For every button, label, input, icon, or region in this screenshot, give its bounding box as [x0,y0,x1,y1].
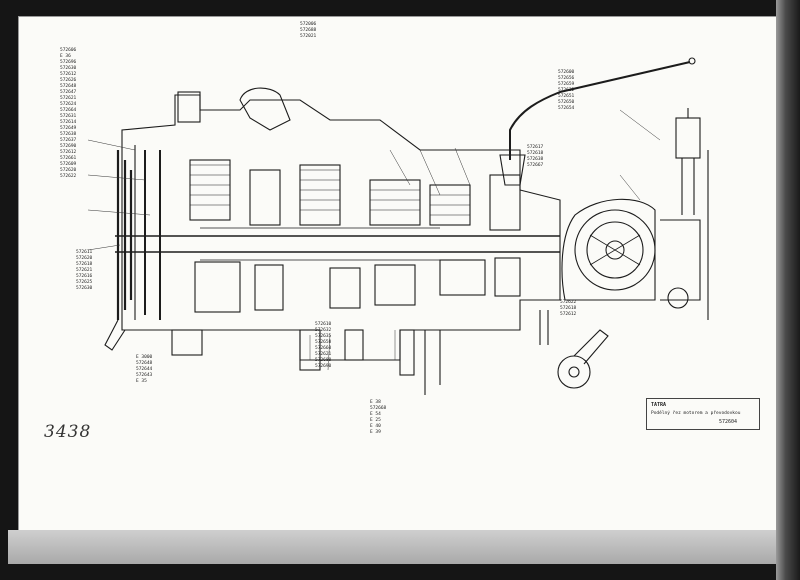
callout-label: 572661 [60,156,77,161]
callout-label: E 40 [370,424,381,429]
callout-label: 572621 [315,352,332,357]
callout-label: 572625 [76,280,93,285]
callout-label: 572614 [60,120,77,125]
callout-label: 572626 [60,78,77,83]
callout-label: 572648 [136,361,153,366]
callout-label: 572635 [315,334,332,339]
callout-label: 572632 [315,328,332,333]
callout-label: 572696 [60,60,77,65]
callout-label: 572612 [60,150,77,155]
callout-label: 572622 [60,174,77,179]
callout-label: 572664 [60,108,77,113]
callout-label: 572621 [60,96,77,101]
callout-label: E 39 [370,430,381,435]
callout-label: 572668 [370,406,387,411]
engine-outline [104,57,709,395]
callout-label: 572667 [527,163,544,168]
page-fold-right [776,0,800,580]
callout-label: E 38 [370,400,381,405]
title-block-description: Podélný řez motorem a převodovkou [651,411,741,416]
callout-label: 572688 [315,358,332,363]
title-block: TATRA Podélný řez motorem a převodovkou … [646,398,760,430]
callout-label: 572617 [527,145,544,150]
callout-label: 572638 [527,157,544,162]
callout-label: E 35 [136,379,147,384]
callout-label: 572618 [527,151,544,156]
callout-label: E 3000 [136,355,153,360]
leader-lines [87,109,661,371]
callout-label: 572621 [76,268,93,273]
callout-label: 572630 [76,286,93,291]
callout-label: 572651 [558,94,575,99]
callout-label: 572609 [60,162,77,167]
page-fold-bottom [8,530,778,564]
title-block-drawing-number: 572604 [719,419,738,425]
callout-label: 572616 [76,274,93,279]
callout-label: 572620 [76,256,93,261]
callout-label: 572643 [136,373,153,378]
callout-label: 572690 [60,144,77,149]
callout-label: 572021 [300,34,317,39]
callout-label: 572630 [60,66,77,71]
callout-label: 572006 [300,22,317,27]
callout-label: 572656 [558,76,575,81]
callout-label: 572622 [560,300,577,305]
callout-label: 572611 [76,250,93,255]
callout-label: 572647 [60,90,77,95]
callout-label: 572648 [60,84,77,89]
callout-label: 572612 [560,312,577,317]
callout-label: 572631 [60,114,77,119]
page-number: 3438 [44,422,92,442]
callout-label: E 36 [60,54,71,59]
callout-label: 572632 [558,88,575,93]
callout-label: 572660 [315,346,332,351]
callout-label: 572688 [300,28,317,33]
callout-label: 572654 [558,106,575,111]
callout-label: 572618 [560,306,577,311]
callout-label: 572649 [60,126,77,131]
callout-label: 572610 [315,322,332,327]
title-block-maker: TATRA [651,402,667,408]
callout-label: E 54 [370,412,381,417]
callout-label: 572690 [315,364,332,369]
callout-label: 572638 [60,132,77,137]
callout-label: 572659 [558,82,575,87]
callout-label: 572624 [60,102,77,107]
callout-label: 572606 [60,48,77,53]
callout-label: 572620 [60,168,77,173]
callout-label: 572644 [136,367,153,372]
callout-label: 572658 [315,340,332,345]
callout-label: 572600 [558,70,575,75]
callout-label: E 25 [370,418,381,423]
callout-label: 572650 [558,100,575,105]
callout-label: 572618 [76,262,93,267]
callout-label: 572637 [60,138,77,143]
callout-label: 572612 [60,72,77,77]
